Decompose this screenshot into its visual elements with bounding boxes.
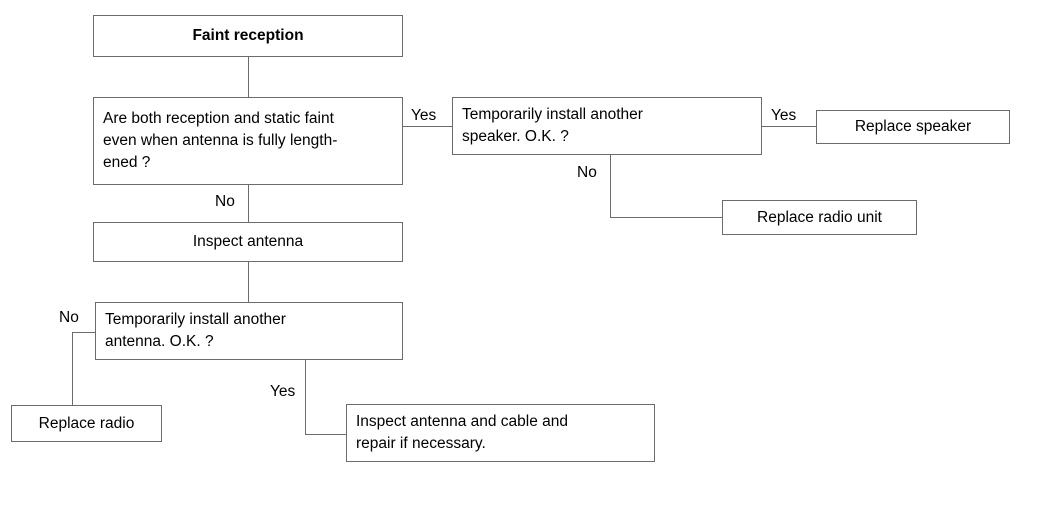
node-start[interactable]: Faint reception [93, 15, 403, 57]
connector-antenna-no-vertical [72, 332, 73, 405]
edge-label-question-to-inspect-no: No [215, 193, 235, 210]
connector-speaker-to-replace-speaker [762, 126, 816, 127]
connector-question-to-inspect-antenna [248, 185, 249, 222]
node-inspect-antenna[interactable]: Inspect antenna [93, 222, 403, 262]
connector-speaker-no-horizontal [610, 217, 722, 218]
connector-question-to-speaker [403, 126, 452, 127]
node-question-reception-static[interactable]: Are both reception and static faint even… [93, 97, 403, 185]
node-question-antenna-label: Temporarily install another antenna. O.K… [105, 311, 286, 350]
connector-speaker-no-vertical [610, 155, 611, 218]
node-start-label: Faint reception [192, 27, 304, 44]
connector-inspect-antenna-to-question-antenna [248, 262, 249, 302]
node-inspect-antenna-cable-label: Inspect antenna and cable and repair if … [356, 413, 569, 452]
node-replace-radio[interactable]: Replace radio [11, 405, 162, 442]
node-question-speaker-label: Temporarily install another speaker. O.K… [462, 106, 643, 145]
edge-label-question-to-speaker-yes: Yes [411, 107, 437, 124]
node-replace-speaker-label: Replace speaker [854, 118, 972, 135]
edge-label-antenna-to-replace-radio-no: No [59, 309, 79, 326]
node-question-speaker[interactable]: Temporarily install another speaker. O.K… [452, 97, 762, 155]
edge-label-speaker-to-replace-speaker-yes: Yes [771, 107, 797, 124]
node-inspect-antenna-label: Inspect antenna [192, 233, 304, 250]
connector-start-to-question [248, 57, 249, 97]
connector-antenna-yes-horizontal [305, 434, 346, 435]
edge-label-antenna-to-inspect-cable-yes: Yes [270, 383, 296, 400]
node-question-antenna[interactable]: Temporarily install another antenna. O.K… [95, 302, 403, 360]
node-inspect-antenna-cable[interactable]: Inspect antenna and cable and repair if … [346, 404, 655, 462]
node-question-reception-static-label: Are both reception and static faint even… [103, 110, 338, 171]
node-replace-speaker[interactable]: Replace speaker [816, 110, 1010, 144]
edge-label-speaker-to-radio-unit-no: No [577, 164, 597, 181]
connector-antenna-no-horizontal [72, 332, 95, 333]
node-replace-radio-unit-label: Replace radio unit [757, 208, 882, 226]
node-replace-radio-label: Replace radio [38, 414, 135, 432]
node-replace-radio-unit[interactable]: Replace radio unit [722, 200, 917, 235]
connector-antenna-yes-vertical [305, 360, 306, 435]
